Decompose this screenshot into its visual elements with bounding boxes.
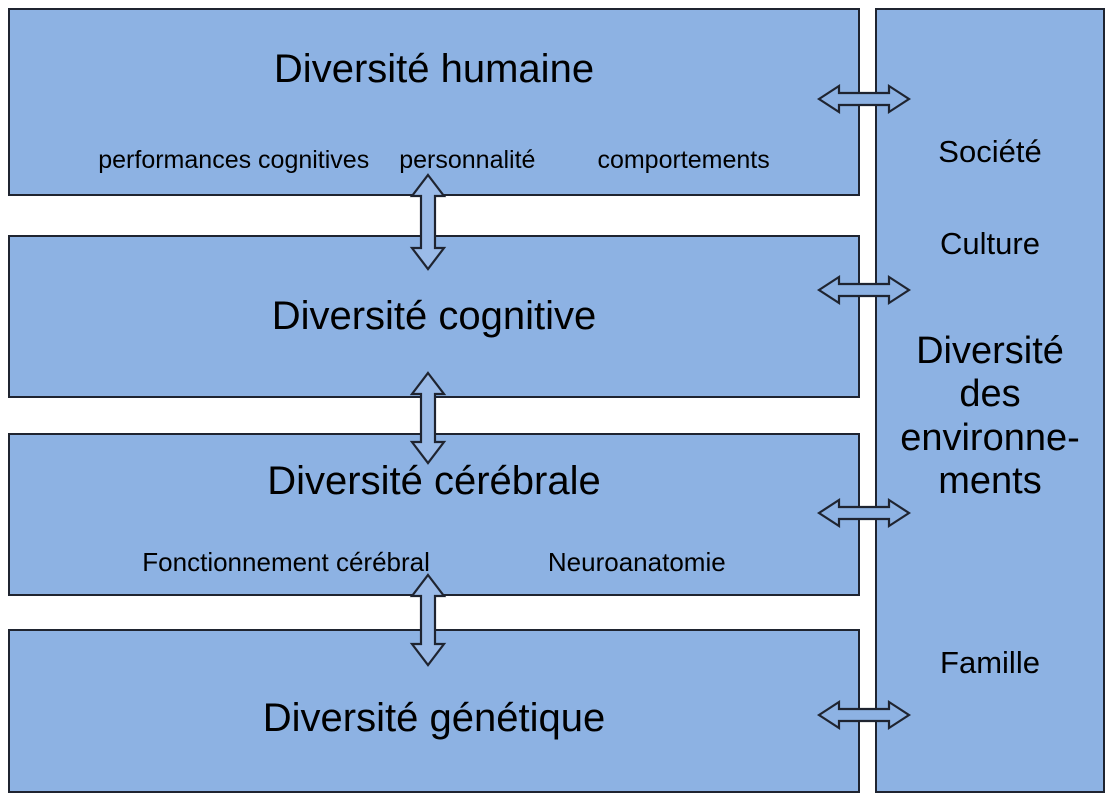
double-arrow-horizontal-icon — [816, 274, 912, 306]
right-label-famille: Famille — [940, 645, 1040, 680]
right-title-line-1: Diversité — [916, 330, 1064, 372]
right-label-culture: Culture — [940, 226, 1040, 261]
subitem-performances-cognitives: performances cognitives — [98, 146, 370, 174]
panel-title-diversite-cerebrale: Diversité cérébrale — [267, 459, 601, 503]
double-arrow-horizontal-icon — [816, 699, 912, 731]
panel-diversite-des-environnements[interactable]: Société Culture Diversité des environne-… — [875, 8, 1105, 793]
arrow-cerebrale-environnements — [816, 496, 912, 530]
subitem-personnalite: personnalité — [399, 146, 536, 174]
right-title-line-2: des — [959, 373, 1021, 416]
panel-title-diversite-humaine: Diversité humaine — [273, 47, 595, 91]
subitem-fonctionnement-cerebral: Fonctionnement cérébral — [142, 547, 430, 577]
double-arrow-vertical-icon — [409, 573, 447, 667]
double-arrow-horizontal-icon — [816, 497, 912, 529]
right-label-societe: Société — [938, 134, 1042, 169]
subitem-row-diversite-cerebrale: Fonctionnement cérébral Neuroanatomie — [10, 547, 858, 578]
subitem-neuroanatomie: Neuroanatomie — [547, 547, 726, 577]
double-arrow-vertical-icon — [409, 173, 447, 271]
panel-title-diversite-cognitive: Diversité cognitive — [271, 294, 597, 338]
right-title-line-3: environne- — [900, 416, 1080, 459]
arrow-humaine-cognitive — [406, 172, 450, 272]
arrow-cognitive-environnements — [816, 273, 912, 307]
arrow-cognitive-cerebrale — [406, 370, 450, 466]
arrow-humaine-environnements — [816, 82, 912, 116]
arrow-cerebrale-genetique — [406, 572, 450, 668]
panel-title-diversite-genetique: Diversité génétique — [262, 696, 606, 740]
double-arrow-horizontal-icon — [816, 83, 912, 115]
arrow-genetique-environnements — [816, 698, 912, 732]
double-arrow-vertical-icon — [409, 371, 447, 465]
subitem-row-diversite-humaine: performances cognitives personnalité com… — [10, 146, 858, 175]
right-title-diversite-des-environnements: Diversité des environne- ments — [877, 330, 1103, 503]
panel-diversite-humaine[interactable]: Diversité humaine performances cognitive… — [8, 8, 860, 196]
subitem-comportements: comportements — [597, 146, 770, 174]
right-title-line-4: ments — [938, 459, 1042, 502]
